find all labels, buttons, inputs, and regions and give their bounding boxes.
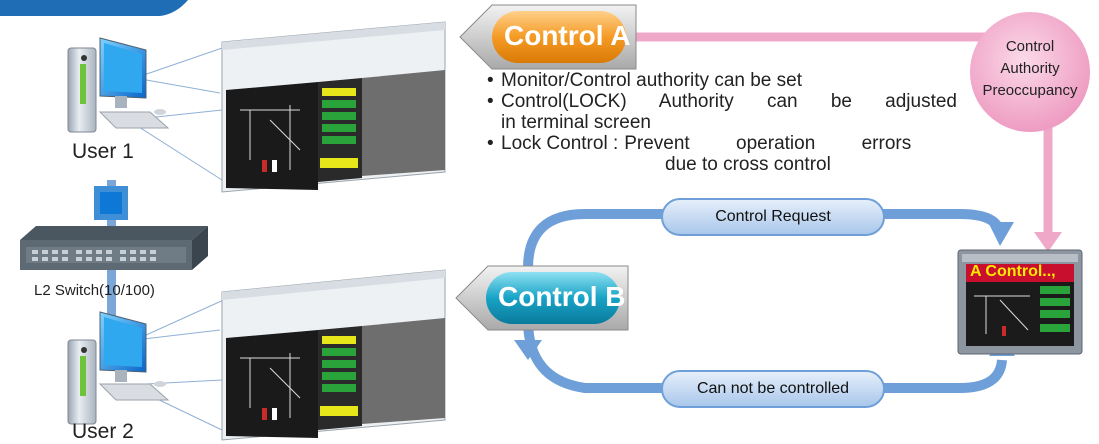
computer-icon-user2 xyxy=(67,311,170,425)
authority-bubble xyxy=(970,12,1090,132)
terminal-panel-icon xyxy=(957,249,1083,355)
cannot-control-label: Can not be controlled xyxy=(696,380,850,397)
control-request-pill xyxy=(661,198,885,236)
app-window-thumbnail-1 xyxy=(221,21,446,193)
control-a-arrow xyxy=(459,4,637,70)
bullet-2-line1: Control(LOCK) Authority can be adjusted xyxy=(487,91,957,112)
feature-bullet-list: Monitor/Control authority can be set Con… xyxy=(487,70,957,175)
authority-line3: Preoccupancy xyxy=(982,82,1078,99)
control-request-label: Control Request xyxy=(715,208,831,225)
switch-label: L2 Switch(10/100) xyxy=(34,282,155,299)
bullet-2-line2: in terminal screen xyxy=(501,112,651,133)
app-window-thumbnail-2 xyxy=(221,269,446,441)
bullet-3-head: Lock Control : xyxy=(501,133,619,154)
control-b-arrow xyxy=(455,265,629,331)
l2-switch-icon xyxy=(20,226,208,270)
control-a-label: Control A xyxy=(504,20,631,51)
user1-label: User 1 xyxy=(72,140,134,163)
bullet-1: Monitor/Control authority can be set xyxy=(487,70,957,91)
bullet-3-line2: due to cross control xyxy=(665,154,831,175)
bullet-3: Lock Control : Prevent operation errors xyxy=(487,133,957,154)
control-b-label: Control B xyxy=(498,281,626,312)
authority-line2: Authority xyxy=(1000,60,1060,77)
user2-label: User 2 xyxy=(72,420,134,443)
authority-line1: Control xyxy=(1005,38,1055,55)
authority-bubble-text: Control Authority Preoccupancy xyxy=(970,36,1090,102)
cannot-control-pill xyxy=(661,370,885,408)
terminal-title: A Control.., xyxy=(970,263,1056,280)
computer-icon-user1 xyxy=(67,37,170,133)
header-tab-shape xyxy=(0,0,188,16)
bullet-3-line1: Prevent operation errors xyxy=(624,133,912,154)
